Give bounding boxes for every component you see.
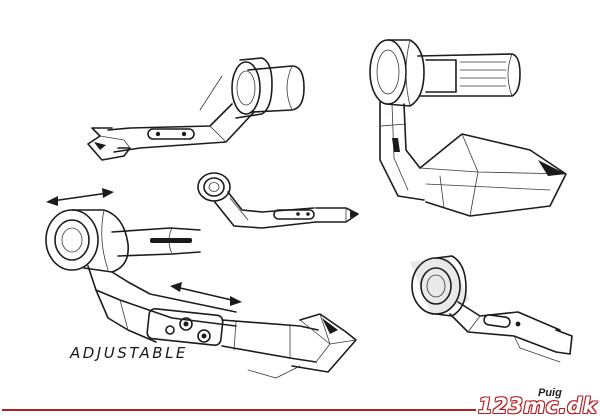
lever-guard-sketch-top-left — [87, 57, 305, 161]
brand-logo: Puig — [538, 387, 562, 399]
lever-guard-sketch-bottom-right — [410, 255, 573, 363]
watermark-rule — [2, 409, 476, 411]
adjustment-arrow-icon — [46, 188, 242, 306]
watermark-logo: 123mc.dk — [478, 394, 598, 418]
adjustable-caption: ADJUSTABLE — [70, 344, 188, 362]
lever-guard-sketch-center — [197, 172, 359, 229]
lever-guard-sketch-top-right — [369, 39, 567, 217]
lever-guard-sketch-large-bottom-left — [45, 209, 357, 379]
